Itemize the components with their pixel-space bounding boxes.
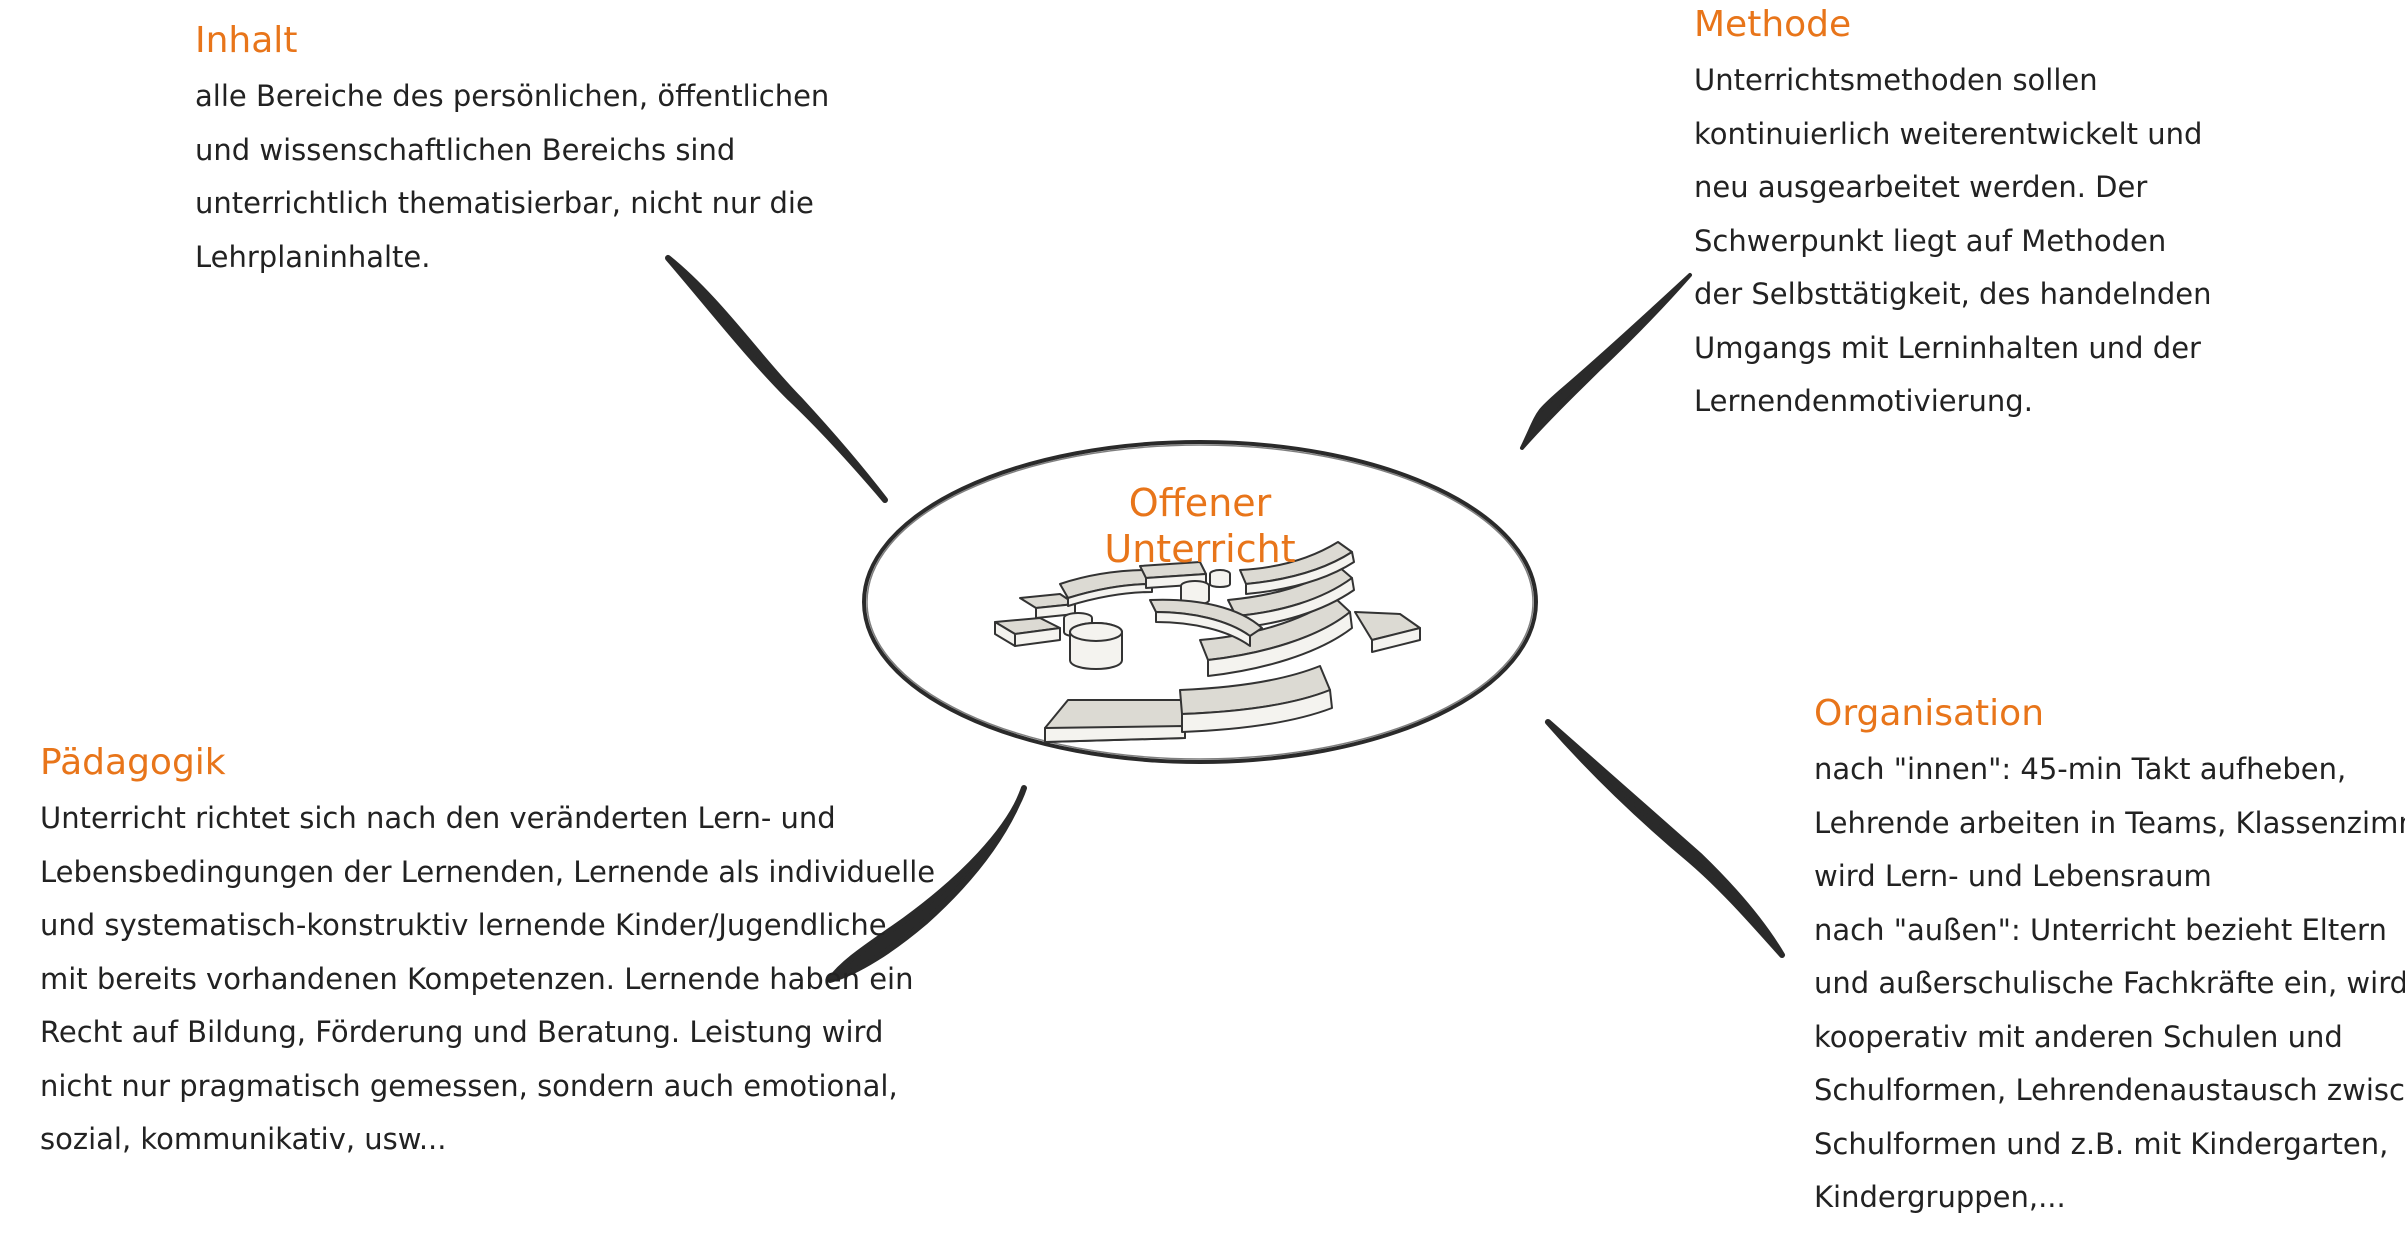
text-line: und wissenschaftlichen Bereichs sind <box>195 132 736 167</box>
center-title: Offener Unterricht <box>1104 481 1296 571</box>
text-line: nicht nur pragmatisch gemessen, sondern … <box>40 1068 898 1103</box>
text-line: Umgangs mit Lerninhalten und der <box>1694 330 2201 365</box>
topic-inhalt-heading: Inhalt <box>195 20 298 61</box>
topic-methode: Methode Unterrichtsmethoden sollen konti… <box>1694 2 2254 429</box>
text-line: Lehrende arbeiten in Teams, Klassenzimme… <box>1814 805 2405 840</box>
text-line: Recht auf Bildung, Förderung und Beratun… <box>40 1015 884 1049</box>
text-line: Unterrichtsmethoden sollen <box>1694 63 2098 97</box>
topic-inhalt-text: alle Bereiche des persönlichen, öffentli… <box>195 70 830 284</box>
text-line: neu ausgearbeitet werden. Der <box>1694 170 2148 204</box>
text-line: der Selbsttätigkeit, des handelnden <box>1694 277 2212 311</box>
text-line: wird Lern- und Lebensraum <box>1814 859 2212 893</box>
text-line: unterrichtlich thematisierbar, nicht nur… <box>195 186 814 220</box>
text-line: und außerschulische Fachkräfte ein, wird <box>1814 966 2405 1000</box>
topic-organisation-heading: Organisation <box>1814 693 2045 734</box>
topic-organisation: Organisation nach "innen": 45-min Takt a… <box>1814 691 2405 1225</box>
text-line: nach "außen": Unterricht bezieht Eltern <box>1814 912 2387 947</box>
text-line: Schulformen und z.B. mit Kindergarten, <box>1814 1126 2389 1161</box>
topic-organisation-text: nach "innen": 45-min Takt aufheben, Lehr… <box>1814 743 2405 1225</box>
text-line: kontinuierlich weiterentwickelt und <box>1694 116 2203 151</box>
connector-paedagogik <box>827 785 1027 983</box>
topic-paedagogik: Pädagogik Unterricht richtet sich nach d… <box>40 740 936 1167</box>
text-line: kooperativ mit anderen Schulen und <box>1814 1019 2343 1054</box>
amphitheater-seating-illustration <box>994 541 1421 743</box>
topic-inhalt: Inhalt alle Bereiche des persönlichen, ö… <box>195 18 830 284</box>
center-ellipse <box>862 440 1538 764</box>
text-line: nach "innen": 45-min Takt aufheben, <box>1814 752 2347 786</box>
text-line: Schwerpunkt liegt auf Methoden <box>1694 223 2167 258</box>
text-line: alle Bereiche des persönlichen, öffentli… <box>195 79 830 113</box>
text-line: mit bereits vorhandenen Kompetenzen. Ler… <box>40 961 914 996</box>
text-line: und systematisch-konstruktiv lernende Ki… <box>40 908 887 942</box>
text-line: Kindergruppen,... <box>1814 1180 2066 1214</box>
connector-methode <box>1520 273 1692 450</box>
topic-methode-heading: Methode <box>1694 4 1852 45</box>
connector-inhalt <box>665 255 888 503</box>
text-line: sozial, kommunikativ, usw... <box>40 1122 447 1156</box>
text-line: Schulformen, Lehrendenaustausch zwischen <box>1814 1073 2405 1107</box>
connector-organisation <box>1545 719 1785 958</box>
text-line: Lehrplaninhalte. <box>195 239 431 274</box>
topic-paedagogik-heading: Pädagogik <box>40 742 226 783</box>
text-line: Unterricht richtet sich nach den verände… <box>40 801 836 835</box>
topic-paedagogik-text: Unterricht richtet sich nach den verände… <box>40 792 936 1167</box>
topic-methode-text: Unterrichtsmethoden sollen kontinuierlic… <box>1694 54 2254 429</box>
text-line: Lebensbedingungen der Lernenden, Lernend… <box>40 854 936 889</box>
text-line: Lernendenmotivierung. <box>1694 384 2033 418</box>
